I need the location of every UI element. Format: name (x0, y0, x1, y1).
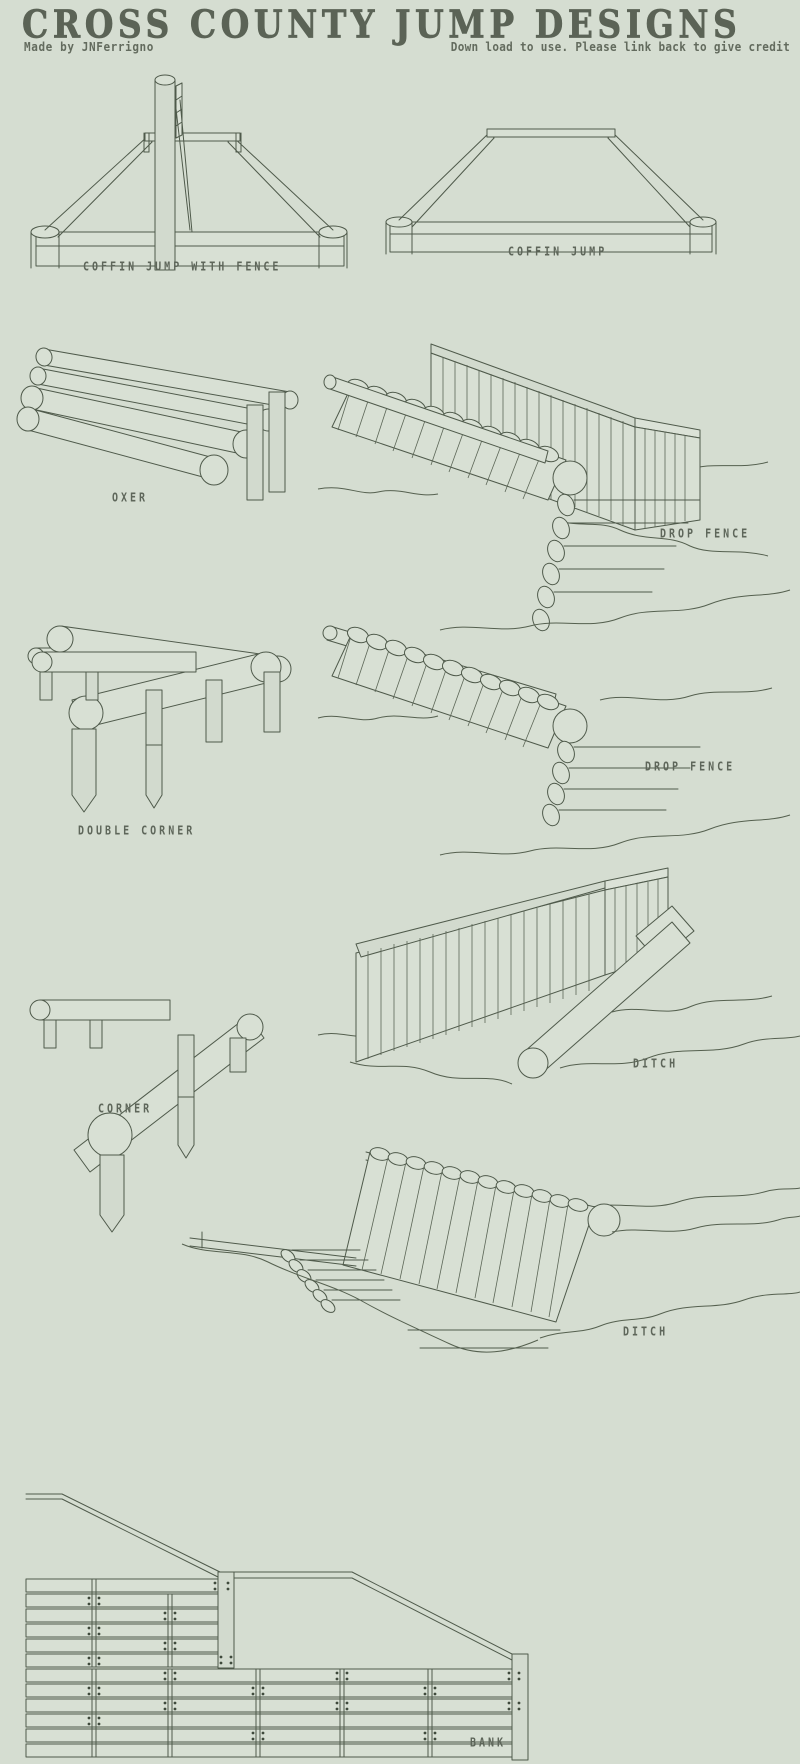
figure-ditch-lower (181, 1147, 800, 1353)
page-header: CROSS COUNTY JUMP DESIGNS Made by JNFerr… (0, 0, 800, 62)
label-corner: CORNER (98, 1103, 153, 1117)
label-oxer: OXER (112, 492, 149, 506)
label-drop-fence-upper: DROP FENCE (660, 528, 751, 542)
label-drop-fence-lower: DROP FENCE (645, 761, 736, 775)
author-credit: Made by JNFerrigno (24, 40, 155, 55)
usage-notice: Down load to use. Please link back to gi… (450, 40, 790, 55)
label-ditch-upper: DITCH (633, 1058, 679, 1072)
figure-coffin-jump (385, 128, 717, 255)
label-double-corner: DOUBLE CORNER (78, 825, 196, 839)
figure-drop-fence-upper (317, 343, 791, 632)
label-coffin-jump-with-fence: COFFIN JUMP WITH FENCE (83, 261, 282, 275)
page-title: CROSS COUNTY JUMP DESIGNS (22, 2, 742, 48)
label-coffin-jump: COFFIN JUMP (508, 246, 608, 260)
label-bank: BANK (470, 1737, 507, 1751)
figure-bank (25, 1493, 529, 1761)
label-ditch-lower: DITCH (623, 1326, 669, 1340)
figure-ditch-upper (317, 867, 800, 1085)
figure-oxer (16, 347, 299, 501)
figure-double-corner (27, 625, 292, 813)
figure-coffin-jump-with-fence (30, 74, 348, 271)
figure-drop-fence-lower (317, 625, 791, 856)
